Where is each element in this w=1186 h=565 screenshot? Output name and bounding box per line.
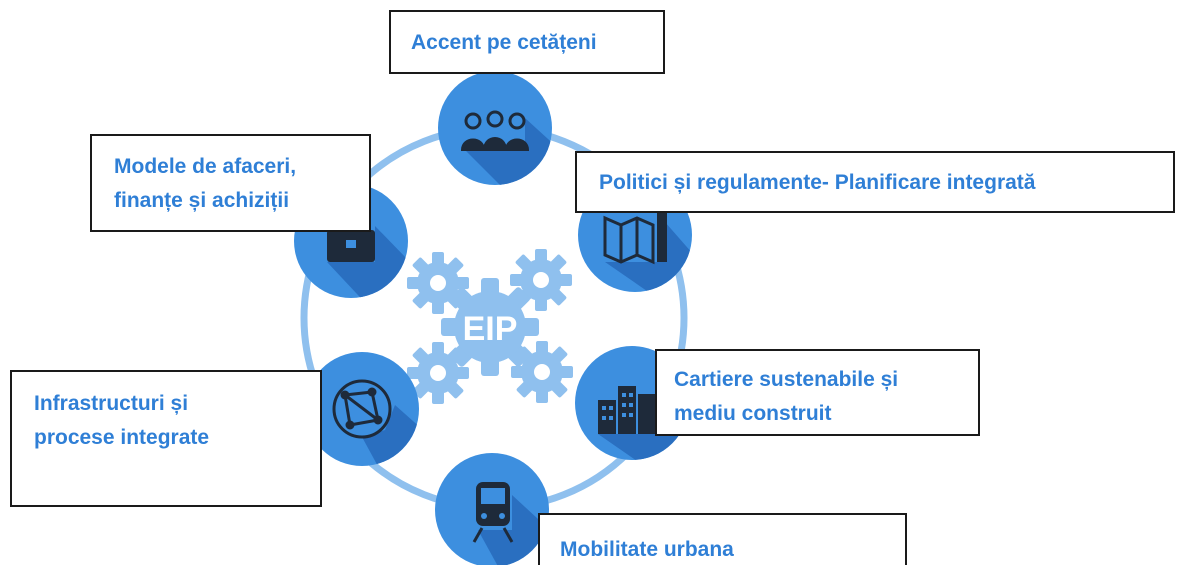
center-gear-cluster: EIP [407, 249, 573, 404]
gear-bottom-right-icon [511, 341, 573, 403]
node-citizens [438, 71, 552, 185]
label-mobility: Mobilitate urbana [538, 513, 907, 565]
node-mobility [435, 453, 549, 565]
label-districts: Cartiere sustenabile și mediu construit [655, 349, 980, 436]
gear-top-right-icon [510, 249, 572, 311]
city-buildings-icon [598, 386, 655, 434]
label-citizens: Accent pe cetățeni [389, 10, 665, 74]
label-infrastructure: Infrastructuri și procese integrate [10, 370, 322, 507]
people-group-icon [460, 110, 530, 151]
train-icon [472, 482, 514, 543]
network-globe-icon [332, 379, 392, 439]
label-policies: Politici și regulamente- Planificare int… [575, 151, 1175, 213]
gear-center-icon [441, 278, 539, 376]
node-infrastructure [305, 352, 419, 466]
map-ruler-icon [603, 212, 667, 265]
gear-bottom-left-icon [407, 342, 469, 404]
label-business-models: Modele de afaceri, finanțe și achiziții [90, 134, 371, 232]
center-label: EIP [463, 310, 518, 348]
